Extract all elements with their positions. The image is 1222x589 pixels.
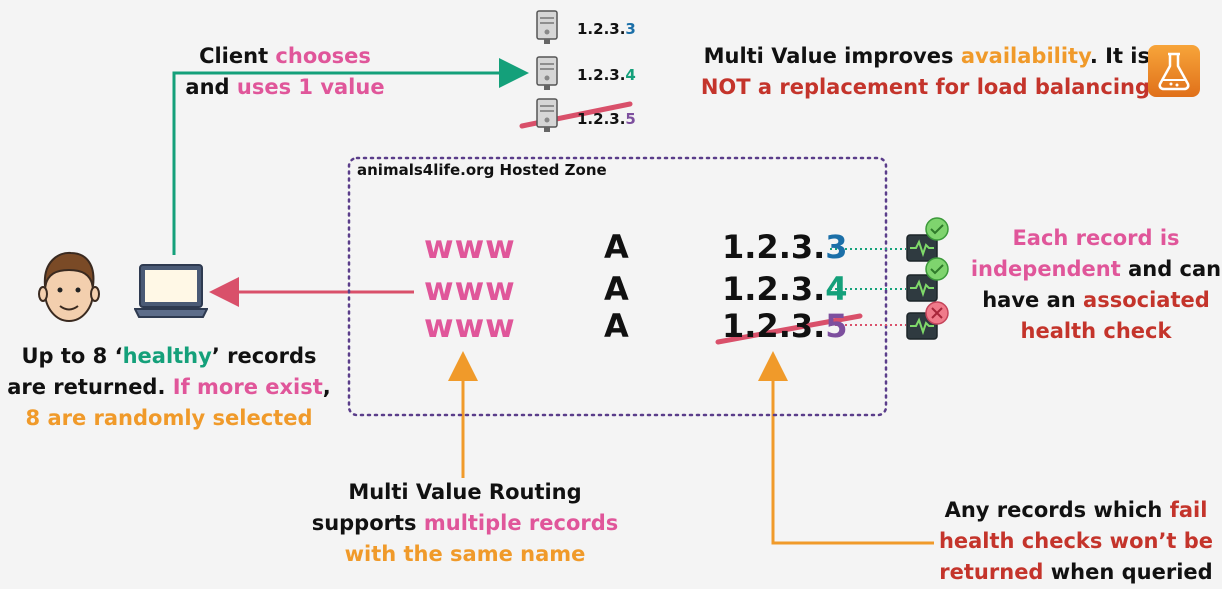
- record-type: A: [604, 228, 629, 266]
- client-note: Client chooses and uses 1 value: [185, 44, 385, 99]
- check-icon: [925, 257, 949, 281]
- availability-note: Multi Value improves availability. It is…: [700, 44, 1150, 99]
- user-face-icon: [38, 251, 100, 322]
- record-type: A: [604, 307, 629, 345]
- record-value: 1.2.3.4: [722, 270, 848, 308]
- hosted-zone-box: [347, 156, 888, 417]
- laptop-icon[interactable]: [134, 262, 208, 320]
- fail-note: Any records which fail health checks won…: [938, 498, 1214, 584]
- server-ip: 1.2.3.4: [577, 66, 636, 84]
- record-name: www: [424, 228, 516, 266]
- health-check-icon: [906, 274, 938, 302]
- record-name: www: [424, 307, 516, 345]
- hosted-zone-label: animals4life.org Hosted Zone: [357, 161, 607, 179]
- cross-icon: [925, 301, 949, 325]
- server-ip: 1.2.3.5: [577, 110, 636, 128]
- independent-note: Each record is independent and can have …: [970, 226, 1222, 343]
- record-name: www: [424, 270, 516, 308]
- health-checks-group: [906, 217, 949, 340]
- routing-note: Multi Value Routing supports multiple re…: [311, 480, 619, 566]
- server-icon: [536, 98, 558, 132]
- record-value: 1.2.3.5: [722, 307, 848, 345]
- failed-record-strike: [715, 313, 863, 345]
- server-icon: [536, 10, 558, 44]
- server-ip: 1.2.3.3: [577, 20, 636, 38]
- flask-icon: [1148, 45, 1200, 97]
- fail-arrow: [758, 351, 934, 545]
- record-type: A: [604, 270, 629, 308]
- check-icon: [925, 217, 949, 241]
- health-check-icon: [906, 234, 938, 262]
- server-icon: [536, 56, 558, 90]
- client-choose-arrow: [172, 58, 529, 255]
- healthy-records-note: Up to 8 ‘healthy’ records are returned. …: [7, 344, 331, 430]
- record-value: 1.2.3.3: [722, 228, 848, 266]
